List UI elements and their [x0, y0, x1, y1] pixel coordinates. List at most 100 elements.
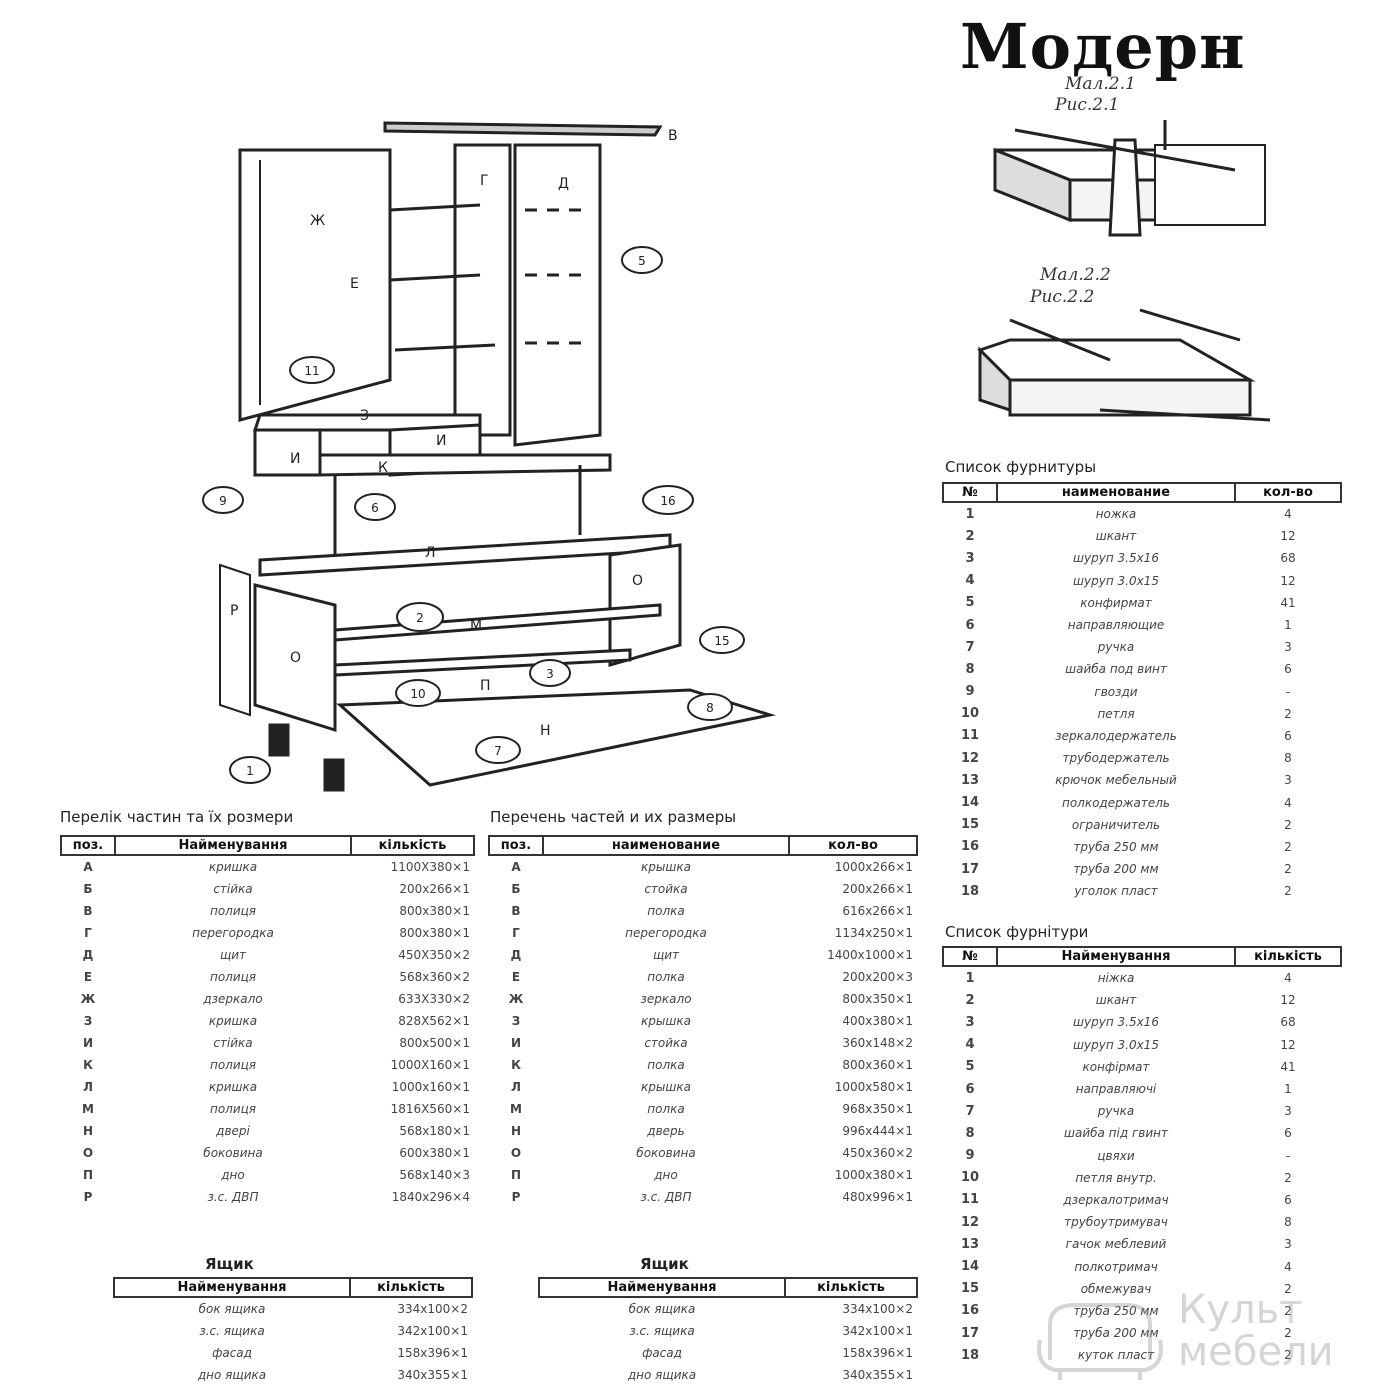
- table-cell: з.с. ДВП: [640, 1190, 692, 1204]
- table-cell: ручка: [1097, 1104, 1135, 1119]
- table-cell: И: [510, 1036, 522, 1050]
- table-cell: шайба під гвинт: [1063, 1126, 1168, 1141]
- table-cell: стійка: [213, 882, 253, 896]
- table-cell: 2: [1284, 706, 1292, 721]
- table-cell: 1816X560×1: [390, 1102, 470, 1116]
- table-cell: 3: [1284, 640, 1292, 655]
- table-cell: И: [82, 1036, 94, 1050]
- table-cell: ножка: [1095, 507, 1137, 522]
- table-cell: 1400x1000×1: [827, 948, 913, 962]
- table-cell: полиця: [209, 1102, 257, 1116]
- table-cell: 3: [965, 550, 975, 566]
- table-cell: двері: [216, 1124, 250, 1138]
- table-cell: петля внутр.: [1075, 1170, 1157, 1185]
- table-cell: 1000x380×1: [834, 1168, 913, 1182]
- table-cell: 14: [960, 795, 980, 811]
- table-cell: 568x140×3: [399, 1168, 470, 1182]
- table-cell: шкант: [1095, 993, 1137, 1008]
- table-cell: зеркало: [640, 992, 692, 1006]
- table-cell: А: [511, 860, 521, 874]
- table-cell: В: [83, 904, 93, 918]
- table-cell: 12: [1280, 529, 1296, 544]
- table-cell: 2: [1284, 1303, 1292, 1318]
- table-cell: 18: [960, 1347, 980, 1363]
- table-cell: 10: [960, 1170, 980, 1186]
- table-cell: трубоутримувач: [1064, 1215, 1168, 1230]
- svg-text:И: И: [290, 451, 300, 467]
- table-cell: гвозди: [1094, 684, 1138, 699]
- svg-text:11: 11: [304, 364, 319, 378]
- table-cell: 13: [960, 1236, 980, 1252]
- table-cell: 41: [1280, 1059, 1296, 1074]
- watermark-line2: мебели: [1178, 1329, 1334, 1375]
- table-cell: гачок меблевий: [1065, 1237, 1167, 1252]
- table-cell: 1000x266×1: [834, 860, 913, 874]
- fittings-ru-heading: Список фурнитуры: [945, 458, 1097, 476]
- table-cell: дзеркалотримач: [1063, 1192, 1169, 1207]
- table-cell: 968x350×1: [842, 1102, 913, 1116]
- fittings-ua-heading: Список фурнітури: [945, 923, 1089, 941]
- table-cell: 2: [1284, 884, 1292, 899]
- table-cell: труба 200 мм: [1073, 1326, 1159, 1341]
- table-cell: 334x100×2: [842, 1302, 913, 1316]
- table-cell: 1: [965, 970, 975, 986]
- table-cell: Л: [83, 1080, 93, 1094]
- table-cell: полиця: [209, 904, 257, 918]
- table-cell: 342x100×1: [842, 1324, 913, 1338]
- table-cell: М: [82, 1102, 94, 1116]
- table-cell: 633X330×2: [398, 992, 470, 1006]
- col-header: Найменування: [114, 835, 352, 856]
- table-cell: 4: [965, 573, 975, 589]
- svg-text:Е: Е: [350, 276, 359, 292]
- table-cell: направляючі: [1075, 1082, 1157, 1097]
- table-cell: дно: [221, 1168, 245, 1182]
- table-cell: К: [511, 1058, 521, 1072]
- watermark-line1: Культ: [1178, 1287, 1303, 1333]
- table-cell: 800x360×1: [842, 1058, 913, 1072]
- table-cell: ручка: [1097, 640, 1135, 655]
- table-cell: 9: [965, 684, 975, 700]
- table-cell: 6: [965, 1081, 975, 1097]
- svg-text:Л: Л: [425, 545, 436, 561]
- fig1-caption-ru: Мал.2.1: [1065, 74, 1136, 94]
- table-cell: перегородка: [625, 926, 707, 940]
- table-cell: 11: [960, 728, 980, 744]
- table-cell: П: [82, 1168, 94, 1182]
- svg-text:15: 15: [714, 634, 729, 648]
- table-cell: 2: [1284, 1326, 1292, 1341]
- table-cell: 400x380×1: [842, 1014, 913, 1028]
- table-cell: 800x380×1: [399, 904, 470, 918]
- parts-ru-heading: Перечень частей и их размеры: [490, 808, 737, 826]
- table-cell: 450x360×2: [842, 1146, 913, 1160]
- table-cell: 68: [1280, 1015, 1296, 1030]
- table-cell: -: [1285, 684, 1291, 699]
- table-cell: дно: [654, 1168, 678, 1182]
- table-cell: 1000x160×1: [391, 1080, 470, 1094]
- table-cell: з.с. ящика: [629, 1324, 695, 1338]
- table-cell: 2: [1284, 1348, 1292, 1363]
- table-cell: 15: [960, 1281, 980, 1297]
- table-cell: Г: [512, 926, 520, 940]
- table-cell: боковина: [203, 1146, 263, 1160]
- table-cell: щит: [219, 948, 247, 962]
